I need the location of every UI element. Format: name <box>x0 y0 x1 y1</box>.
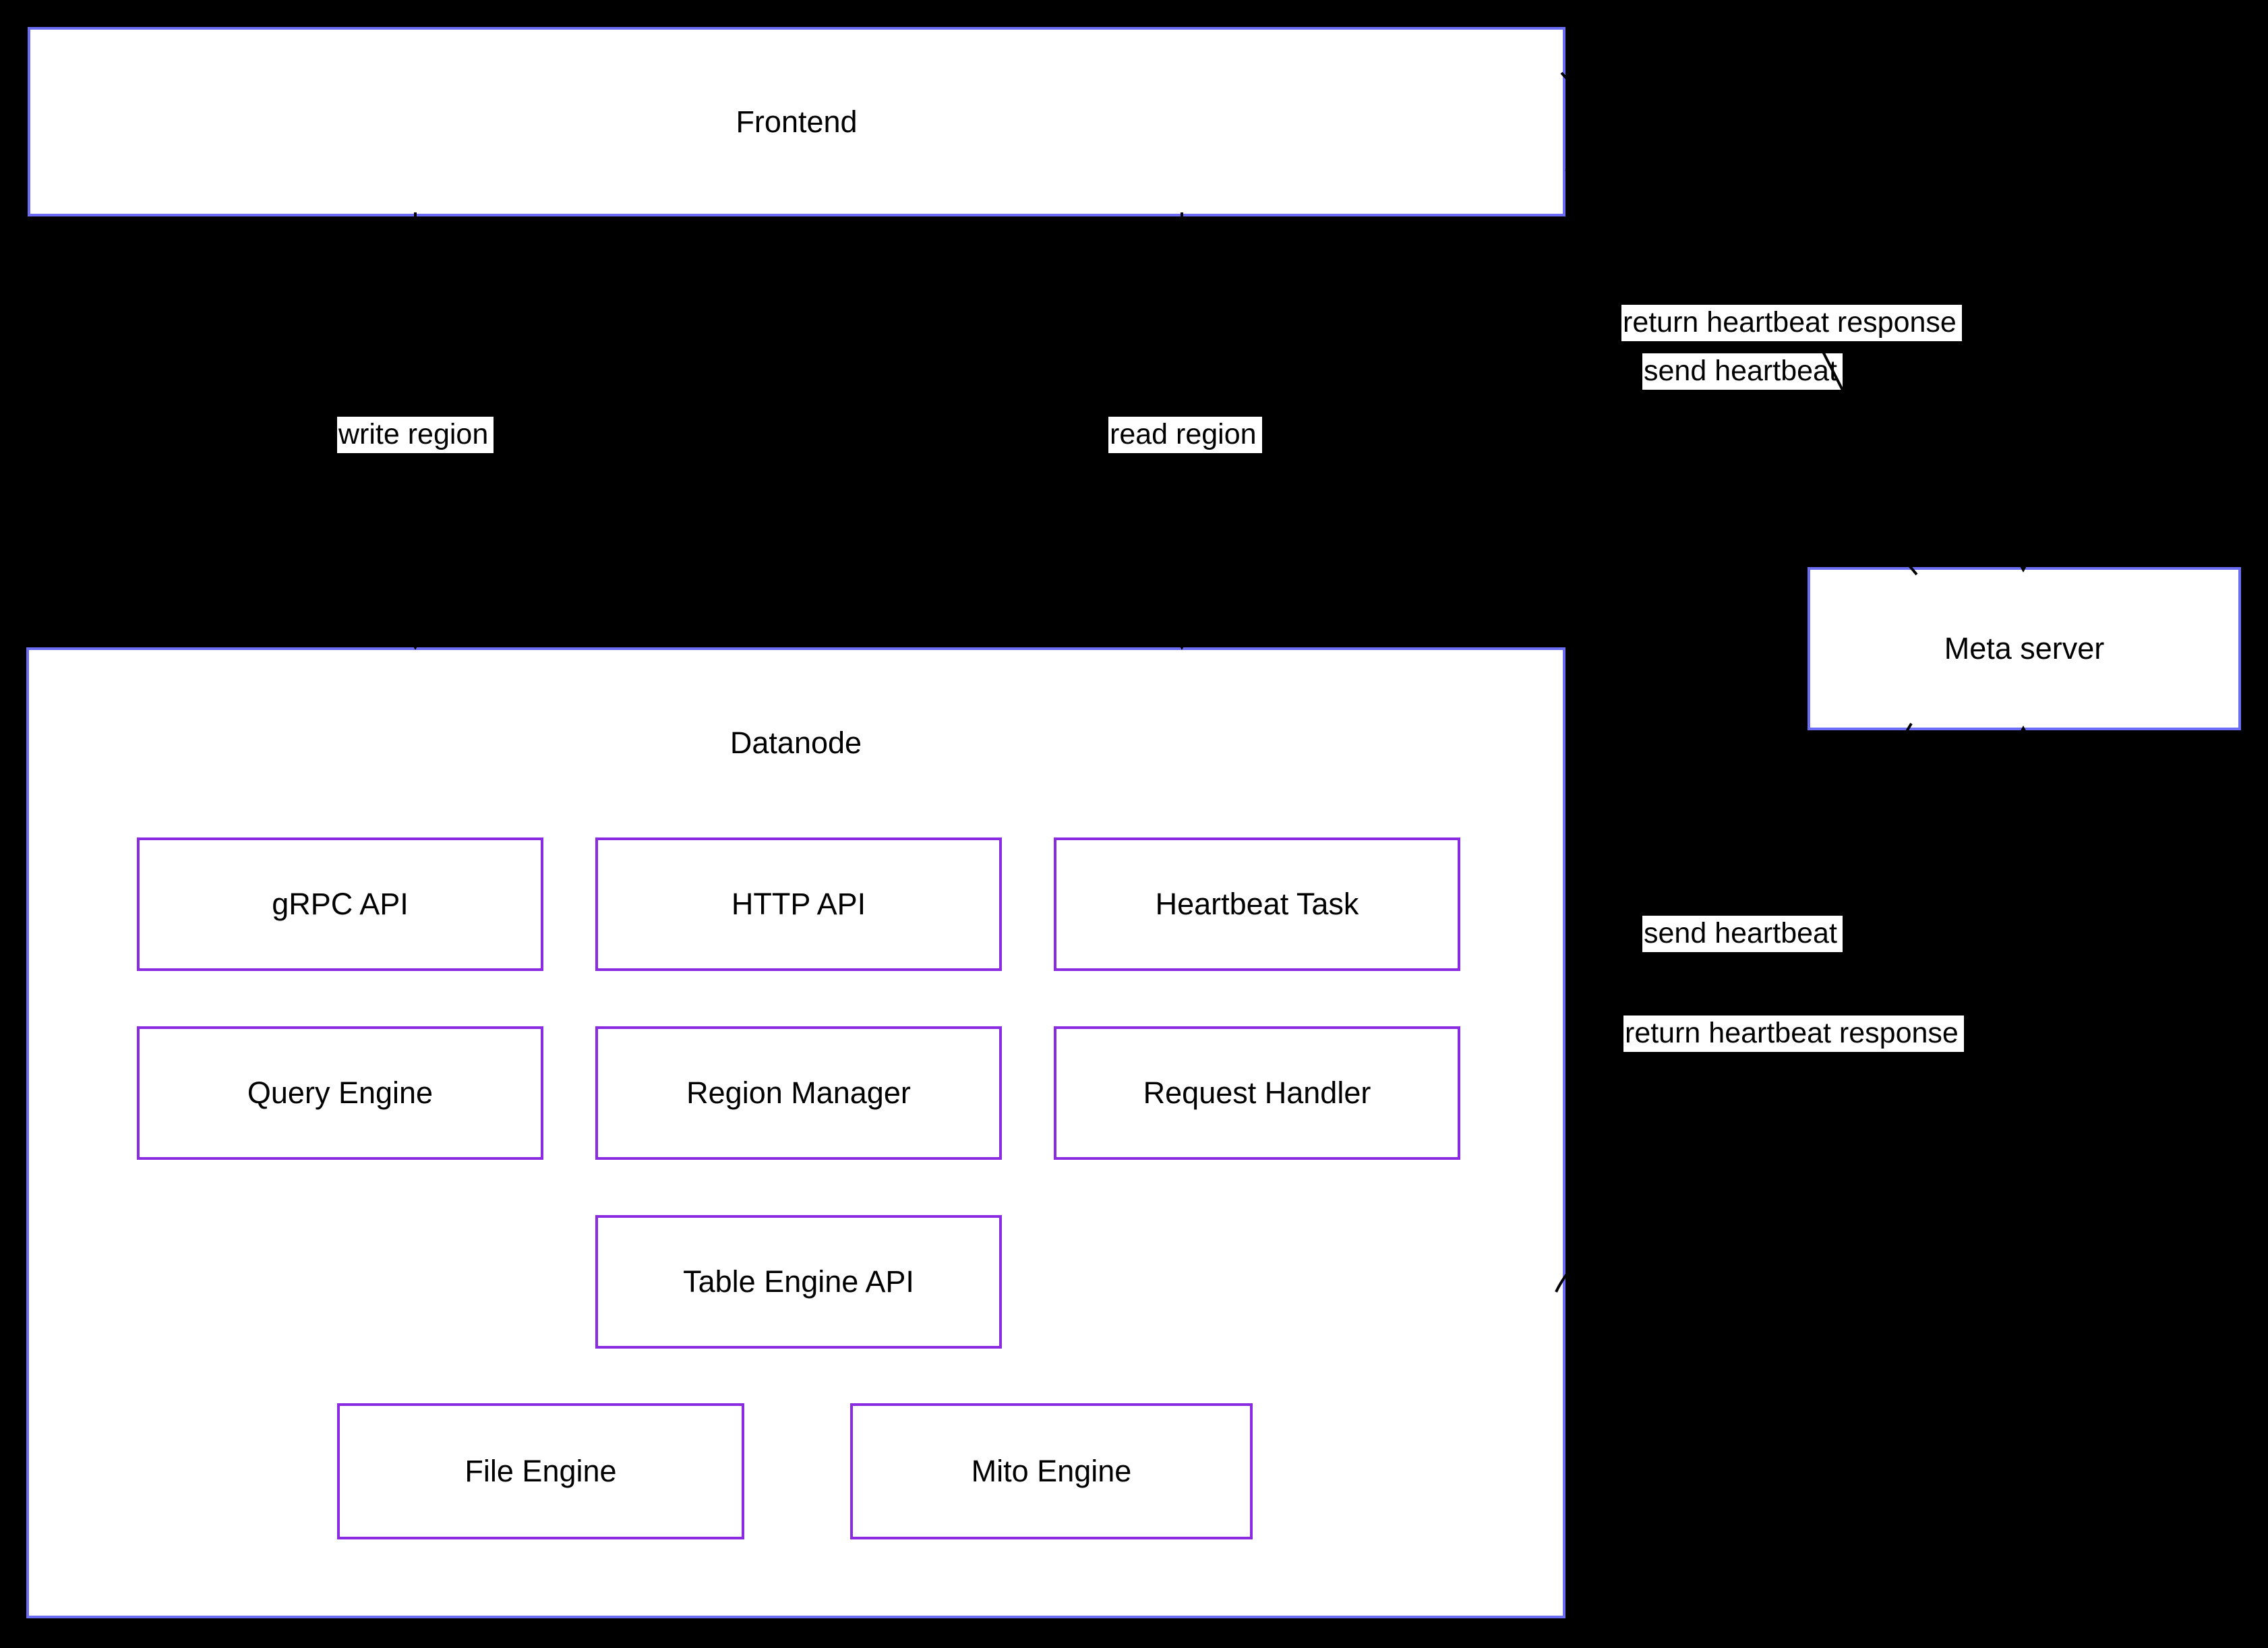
edge-label-send-heartbeat-bottom: send heartbeat <box>1642 916 1843 952</box>
edge-label-return-heartbeat-bottom: return heartbeat response <box>1623 1016 1964 1052</box>
datanode-node-label: Datanode <box>729 726 862 760</box>
component-mito-engine: Mito Engine <box>850 1403 1253 1539</box>
component-table-engine-api-label: Table Engine API <box>683 1264 914 1299</box>
component-region-manager-label: Region Manager <box>686 1076 911 1110</box>
meta-server-node-label: Meta server <box>1944 631 2105 666</box>
component-request-handler-label: Request Handler <box>1143 1076 1371 1110</box>
meta-server-node: Meta server <box>1808 567 2241 730</box>
arrowhead-return-heartbeat-bottom <box>1568 1105 1583 1121</box>
component-heartbeat-task-label: Heartbeat Task <box>1155 887 1359 921</box>
component-file-engine-label: File Engine <box>465 1454 617 1488</box>
arrowhead-return-heartbeat-top <box>1565 163 1580 179</box>
edge-label-return-heartbeat-top: return heartbeat response <box>1621 305 1962 341</box>
component-grpc-api: gRPC API <box>137 837 543 971</box>
edge-label-write-region: write region <box>337 417 494 453</box>
frontend-node-label: Frontend <box>736 104 858 139</box>
component-grpc-api-label: gRPC API <box>272 887 409 921</box>
component-file-engine: File Engine <box>337 1403 744 1539</box>
frontend-node: Frontend <box>28 27 1565 216</box>
component-query-engine: Query Engine <box>137 1026 543 1160</box>
component-request-handler: Request Handler <box>1054 1026 1460 1160</box>
component-mito-engine-label: Mito Engine <box>971 1454 1132 1488</box>
component-http-api-label: HTTP API <box>731 887 866 921</box>
edge-label-read-region: read region <box>1108 417 1262 453</box>
component-heartbeat-task: Heartbeat Task <box>1054 837 1460 971</box>
component-table-engine-api: Table Engine API <box>595 1215 1002 1349</box>
component-region-manager: Region Manager <box>595 1026 1002 1160</box>
component-http-api: HTTP API <box>595 837 1002 971</box>
edge-label-send-heartbeat-top: send heartbeat <box>1642 353 1843 390</box>
component-query-engine-label: Query Engine <box>247 1076 434 1110</box>
